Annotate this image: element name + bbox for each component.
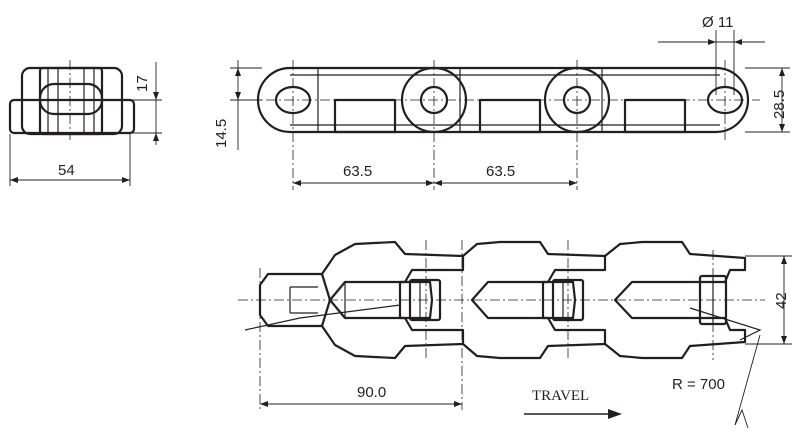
dim-link-length: 90.0 — [357, 384, 386, 401]
dim-plate-height: 28.5 — [771, 90, 788, 119]
dim-side-height: 17 — [134, 75, 151, 92]
dim-pitch-left: 63.5 — [343, 163, 372, 180]
dim-radius: R = 700 — [672, 376, 725, 393]
travel-label: TRAVEL — [532, 388, 589, 404]
dim-pitch-right: 63.5 — [486, 163, 515, 180]
dim-pin-offset: 14.5 — [213, 119, 230, 148]
chain-view — [238, 240, 792, 429]
top-view — [230, 30, 790, 190]
side-view — [8, 60, 162, 186]
dim-chain-width: 42 — [773, 292, 790, 309]
dim-side-width: 54 — [58, 162, 75, 179]
dim-hole-diameter: Ø 11 — [702, 14, 733, 31]
